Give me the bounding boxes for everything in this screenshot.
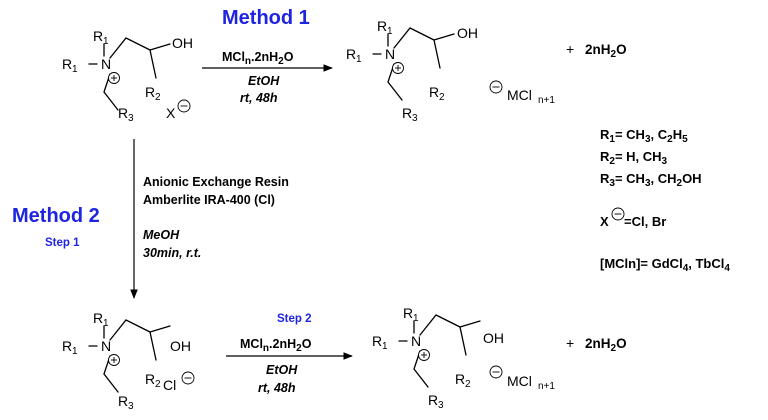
svg-text:N: N [385, 46, 395, 62]
svg-text:N: N [101, 338, 111, 354]
legend-x: X [600, 214, 609, 229]
svg-text:R: R [429, 84, 439, 100]
method2-conditions: 30min, r.t. [143, 246, 201, 260]
svg-text:R: R [455, 371, 465, 387]
svg-text:3: 3 [128, 401, 134, 412]
svg-text:OH: OH [457, 25, 478, 41]
svg-text:R: R [118, 393, 128, 409]
svg-text:OH: OH [170, 338, 191, 354]
counterion-cl: Cl [163, 377, 176, 393]
method2-solvent2: EtOH [266, 363, 298, 377]
substituent-legend: R1= CH3, C2H5 R2= H, CH3 R3= CH3, CH2OH … [600, 127, 730, 274]
svg-text:=Cl, Br: =Cl, Br [624, 214, 666, 229]
svg-text:R: R [118, 105, 128, 121]
legend-r2: R2= H, CH3 [600, 149, 668, 167]
svg-text:2: 2 [465, 379, 471, 390]
svg-text:2: 2 [155, 92, 161, 103]
method2-conditions2: rt, 48h [258, 381, 296, 395]
svg-text:R: R [93, 310, 103, 326]
svg-text:R: R [377, 18, 387, 34]
svg-text:R: R [93, 28, 103, 44]
svg-text:n+1: n+1 [538, 95, 555, 106]
svg-text:R: R [402, 105, 412, 121]
svg-text:1: 1 [72, 64, 78, 75]
svg-text:1: 1 [356, 54, 362, 65]
legend-r1: R1= CH3, C2H5 [600, 127, 688, 145]
svg-text:R: R [62, 338, 72, 354]
resin-line1: Anionic Exchange Resin [143, 175, 289, 189]
method2-reagent: MCln.2nH2O [240, 337, 312, 354]
water-byproduct-bottom: 2nH2O [585, 336, 627, 354]
svg-text:R: R [145, 371, 155, 387]
svg-text:2: 2 [439, 92, 445, 103]
svg-text:1: 1 [382, 341, 388, 352]
svg-text:N: N [101, 56, 111, 72]
method2-step1-label: Step 1 [45, 237, 80, 249]
svg-text:n+1: n+1 [538, 381, 555, 392]
water-byproduct-top: 2nH2O [585, 42, 627, 60]
svg-text:3: 3 [412, 113, 418, 124]
method1-title: Method 1 [222, 7, 310, 29]
svg-text:R: R [62, 56, 72, 72]
method1-conditions: rt, 48h [240, 91, 278, 105]
method2-solvent: MeOH [143, 228, 180, 242]
svg-text:1: 1 [72, 346, 78, 357]
resin-line2: Amberlite IRA-400 (Cl) [143, 193, 275, 207]
svg-text:OH: OH [483, 330, 504, 346]
counterion-mcl: MCl [507, 87, 532, 103]
legend-mcln: [MCln]= GdCl4, TbCl4 [600, 256, 730, 274]
svg-text:1: 1 [413, 313, 419, 324]
svg-text:R: R [428, 392, 438, 408]
svg-text:R: R [145, 84, 155, 100]
svg-text:1: 1 [103, 36, 109, 47]
svg-text:OH: OH [172, 35, 193, 51]
legend-r3: R3= CH3, CH2OH [600, 171, 702, 189]
svg-text:R: R [403, 305, 413, 321]
svg-text:3: 3 [438, 400, 444, 411]
counterion-mcl-2: MCl [507, 373, 532, 389]
method1-solvent: EtOH [248, 74, 280, 88]
svg-text:3: 3 [128, 113, 134, 124]
method2-step2-label: Step 2 [277, 313, 312, 325]
counterion-x: X [166, 105, 176, 121]
svg-text:2: 2 [155, 379, 161, 390]
svg-text:+: + [566, 335, 574, 351]
svg-text:R: R [346, 46, 356, 62]
svg-text:+: + [566, 41, 574, 57]
svg-text:1: 1 [387, 26, 393, 37]
method1-reagent: MCln.2nH2O [222, 50, 294, 67]
svg-text:R: R [372, 333, 382, 349]
svg-text:1: 1 [103, 318, 109, 329]
svg-text:N: N [411, 333, 421, 349]
method2-title: Method 2 [12, 205, 100, 227]
